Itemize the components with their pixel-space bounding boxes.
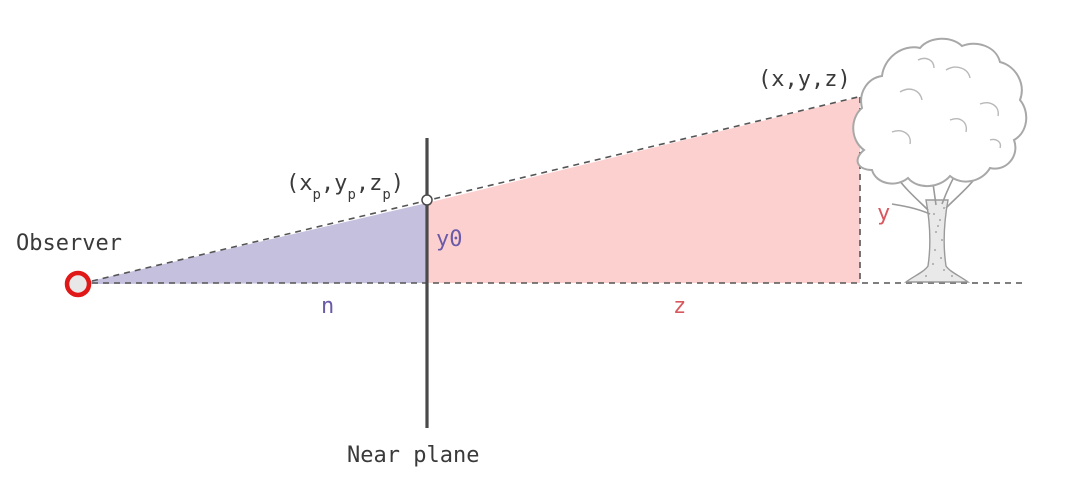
projected-point-label: (xp,yp,zp) (286, 171, 404, 203)
projected-point-sep-y: ,y (321, 171, 348, 196)
far-similar-triangle (427, 97, 860, 283)
projected-point-marker (421, 194, 433, 206)
object-point-label: (x,y,z) (758, 67, 851, 92)
projected-point-open: (x (286, 171, 313, 196)
projected-point-sep-z: ,z (356, 171, 383, 196)
tree-icon (852, 37, 1028, 283)
projected-point-sub-x: p (313, 187, 321, 203)
n-distance-label: n (321, 294, 334, 319)
near-similar-triangle (78, 203, 427, 284)
y0-height-label: y0 (436, 227, 463, 252)
projected-point-sub-z: p (382, 187, 390, 203)
projected-point-close: ) (391, 171, 404, 196)
observer-ring-icon (64, 270, 92, 298)
near-plane-label: Near plane (347, 443, 479, 468)
z-distance-label: z (673, 294, 686, 319)
observer-label: Observer (16, 231, 122, 256)
y-height-label: y (877, 201, 890, 226)
projected-point-sub-y: p (347, 187, 355, 203)
